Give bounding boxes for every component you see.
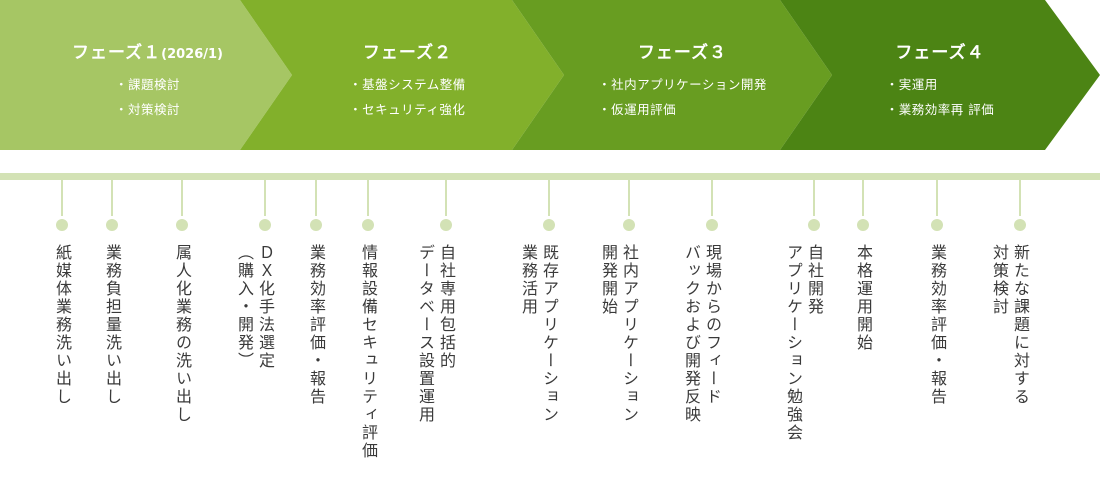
milestone-connector <box>1019 180 1021 216</box>
milestone-label-line: 自社専用包括的 <box>437 244 456 370</box>
milestone-label-line: バックおよび開発反映 <box>682 244 701 424</box>
milestone-label: 自社開発アプリケーション勉強会 <box>783 244 825 442</box>
milestone-label: 既存アプリケーション業務活用 <box>518 244 560 424</box>
milestone-label: 本格運用開始 <box>853 244 874 352</box>
milestone-label-line: ＤＸ化手法選定 <box>256 244 275 370</box>
phase-1-arrow <box>0 0 292 150</box>
milestone-connector <box>628 180 630 216</box>
phase-4-item: ・業務効率再 評価 <box>885 102 995 117</box>
milestone-dot <box>56 219 68 231</box>
phase-4-arrow <box>780 0 1100 150</box>
milestone-connector <box>548 180 550 216</box>
milestone-connector <box>862 180 864 216</box>
milestone-dot <box>440 219 452 231</box>
milestone-dot <box>623 219 635 231</box>
milestone-label-line: 業務負担量洗い出し <box>103 244 122 406</box>
phase-2: フェーズ２ ・基盤システム整備 ・セキュリティ強化 <box>300 0 515 150</box>
milestone-connector <box>111 180 113 216</box>
milestone-connector <box>367 180 369 216</box>
milestone-connector <box>936 180 938 216</box>
phase-1-date: (2026/1) <box>161 47 223 62</box>
phase-1-item: ・対策検討 <box>114 102 180 117</box>
milestone-label-line: 対策検討 <box>990 244 1009 316</box>
milestone-dot <box>362 219 374 231</box>
milestone-label: ＤＸ化手法選定（購入・開発） <box>234 244 276 370</box>
milestone-label: 現場からのフィードバックおよび開発反映 <box>681 244 723 424</box>
milestone-label-line: 業務活用 <box>519 244 538 316</box>
milestone-label-line: 業務効率評価・報告 <box>307 244 326 406</box>
phase-1-title: フェーズ１(2026/1) <box>71 43 223 63</box>
milestone-label-line: 既存アプリケーション <box>540 244 559 424</box>
milestone-dot <box>1014 219 1026 231</box>
milestone-dot <box>931 219 943 231</box>
milestone-connector <box>813 180 815 216</box>
milestone-label-line: 紙媒体業務洗い出し <box>53 244 72 406</box>
milestone-label-line: 社内アプリケーション <box>620 244 639 424</box>
timeline-bar <box>0 173 1100 180</box>
milestone-label: 属人化業務の洗い出し <box>172 244 193 424</box>
milestone-label: 情報設備セキュリティ評価 <box>358 244 379 460</box>
phase-3-item: ・仮運用評価 <box>598 102 677 117</box>
phase-2-item: ・基盤システム整備 <box>349 77 466 92</box>
milestone-connector <box>264 180 266 216</box>
milestone-label-line: 新たな課題に対する <box>1011 244 1030 406</box>
milestone-connector <box>61 180 63 216</box>
milestone-label-line: アプリケーション勉強会 <box>784 244 803 442</box>
milestone-label: 業務効率評価・報告 <box>306 244 327 406</box>
phase-3-item: ・社内アプリケーション開発 <box>598 77 767 92</box>
phase-2-arrow <box>240 0 564 150</box>
phase-4: フェーズ４ ・実運用 ・業務効率再 評価 <box>840 0 1040 150</box>
milestone-dot <box>176 219 188 231</box>
milestone-label-line: 開発開始 <box>599 244 618 316</box>
milestone-label-line: 本格運用開始 <box>854 244 873 352</box>
milestone-dot <box>106 219 118 231</box>
milestone-label-line: （購入・開発） <box>235 244 254 370</box>
milestone-label: 自社専用包括的データベース設置運用 <box>415 244 457 424</box>
phase-3: フェーズ３ ・社内アプリケーション開発 ・仮運用評価 <box>565 0 800 150</box>
phase-3-arrow <box>512 0 832 150</box>
milestone-dot <box>706 219 718 231</box>
milestone-label: 業務負担量洗い出し <box>102 244 123 406</box>
milestone-label-line: 業務効率評価・報告 <box>928 244 947 406</box>
milestone-label: 紙媒体業務洗い出し <box>52 244 73 406</box>
phase-1: フェーズ１(2026/1) ・課題検討 ・対策検討 <box>30 0 265 150</box>
milestone-dot <box>808 219 820 231</box>
milestone-label: 社内アプリケーション開発開始 <box>598 244 640 424</box>
milestone-label: 新たな課題に対する対策検討 <box>989 244 1031 406</box>
milestone-dot <box>259 219 271 231</box>
milestone-dot <box>543 219 555 231</box>
milestone-label-line: 情報設備セキュリティ評価 <box>359 244 378 460</box>
phase-1-item: ・課題検討 <box>114 77 180 92</box>
milestone-connector <box>711 180 713 216</box>
milestone-connector <box>315 180 317 216</box>
phase-2-item: ・セキュリティ強化 <box>349 102 466 117</box>
milestone-connector <box>181 180 183 216</box>
milestone-connector <box>445 180 447 216</box>
phase-arrows <box>0 0 1100 150</box>
milestone-dot <box>857 219 869 231</box>
milestone-label-line: 現場からのフィード <box>703 244 722 406</box>
milestone-label-line: データベース設置運用 <box>416 244 435 424</box>
milestone-label: 業務効率評価・報告 <box>927 244 948 406</box>
milestone-dot <box>310 219 322 231</box>
milestone-label-line: 属人化業務の洗い出し <box>173 244 192 424</box>
milestone-label-line: 自社開発 <box>805 244 824 316</box>
phase-2-title: フェーズ２ <box>362 43 453 63</box>
phase-4-title: フェーズ４ <box>895 43 985 63</box>
phase-3-title: フェーズ３ <box>637 43 728 63</box>
phase-4-item: ・実運用 <box>885 77 938 92</box>
